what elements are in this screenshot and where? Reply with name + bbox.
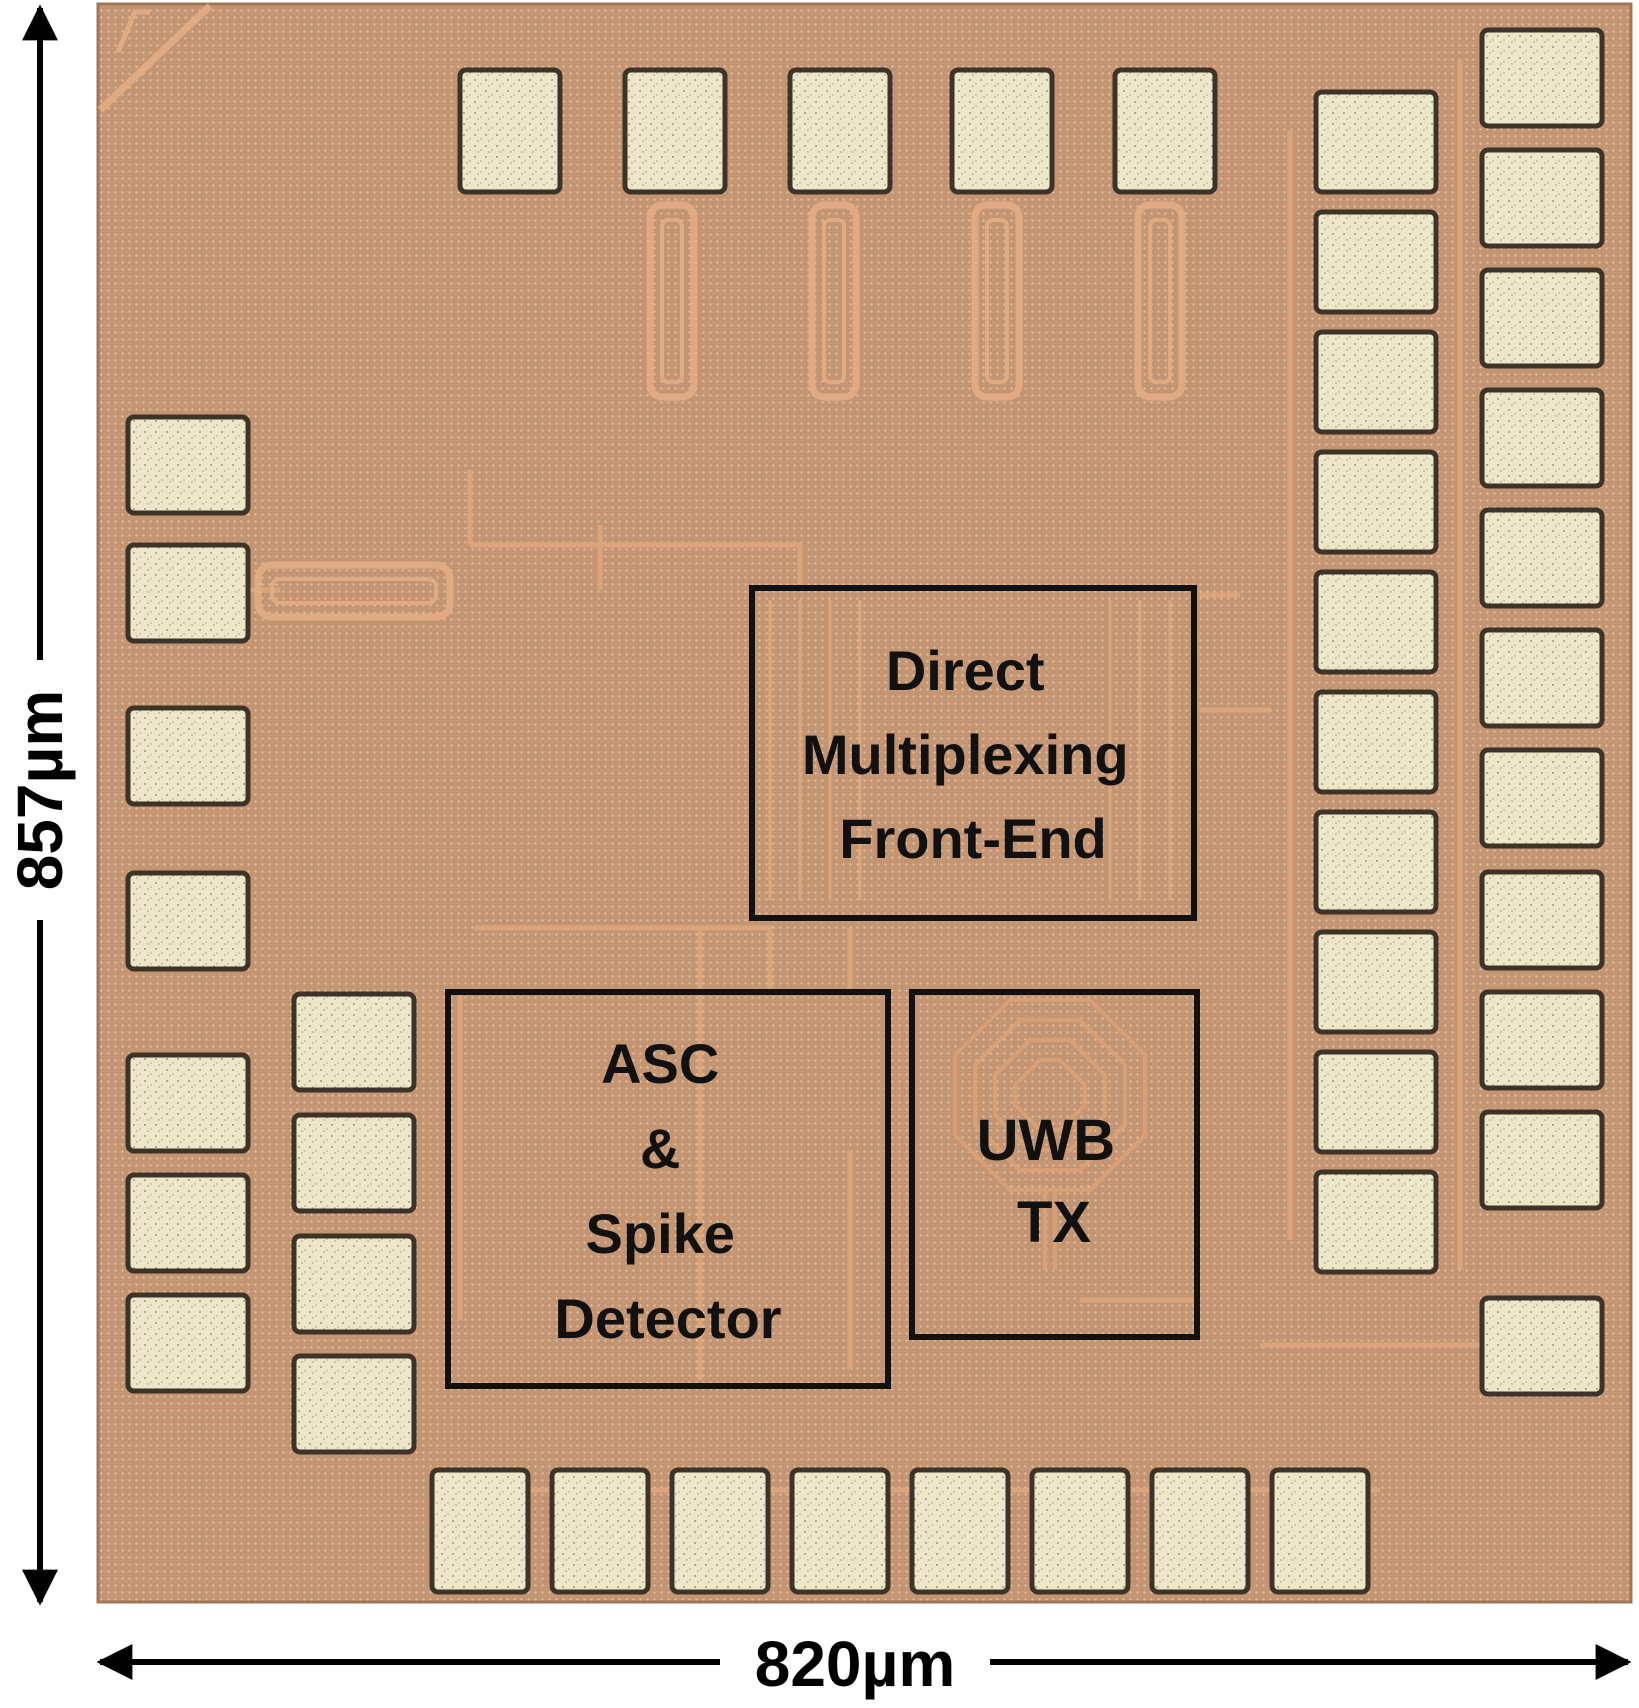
bond-pad [1479,1109,1605,1211]
bond-pad [787,67,893,195]
bond-pad [1479,747,1605,849]
height-dimension: 857µm [4,4,76,1606]
bond-pad [1313,89,1439,195]
bond-pad [622,67,728,195]
bond-pad [125,870,251,972]
bond-pad [291,1353,417,1455]
bond-pad [125,414,251,516]
bond-pads [125,27,1605,1595]
inductor-loop-inner [985,218,1009,384]
left-inductor [254,561,454,621]
bond-pad [1479,387,1605,489]
top-inductors [646,201,1186,401]
uwb-tx-block [909,989,1200,1340]
bond-pad [291,991,417,1093]
bond-pad [429,1467,531,1595]
bond-pad [1313,809,1439,915]
inductor-loop-inner [822,218,846,384]
inductor-loop-inner [1148,218,1172,384]
bond-pad [1313,329,1439,435]
width-dimension: 820µm [96,1625,1632,1701]
bond-pad [789,1467,891,1595]
height-label: 857µm [4,690,76,891]
bond-pad [1479,147,1605,249]
bond-pad [1479,1295,1605,1397]
inductor-loop-inner [660,218,684,384]
bond-pad [457,67,563,195]
asc-spike-detector-label: ASC & Spike Detector [554,1032,781,1350]
bond-pad [1029,1467,1131,1595]
bond-pad [125,1292,251,1394]
inductor-loop [1134,201,1186,401]
bond-pad [1313,569,1439,675]
inductor-loop [808,201,860,401]
bond-pad [125,1172,251,1274]
front-end-block [749,585,1197,921]
bond-pad [549,1467,651,1595]
asc-spike-detector-block [445,989,891,1389]
bond-pad [125,542,251,644]
bond-pad [1313,1049,1439,1155]
bond-pad [291,1233,417,1335]
front-end-label: Direct Multiplexing Front-End [802,639,1144,870]
uwb-spiral-inductor [953,998,1147,1270]
bond-pad [1479,507,1605,609]
bond-pad [949,67,1055,195]
bond-pad [1479,627,1605,729]
inductor-loop [971,201,1023,401]
bond-pad [1479,267,1605,369]
bond-pad [1479,989,1605,1091]
bond-pad [1313,929,1439,1035]
inductor-loop [646,201,698,401]
bond-pad [1313,689,1439,795]
bond-pad [1313,1169,1439,1275]
bond-pad [1149,1467,1251,1595]
bond-pad [669,1467,771,1595]
width-label: 820µm [755,1628,956,1700]
front-end-texture [768,600,1172,900]
bond-pad [1479,27,1605,129]
bond-pad [125,705,251,807]
bond-pad [1479,869,1605,971]
bond-pad [1269,1467,1371,1595]
bond-pad [125,1052,251,1154]
bond-pad [291,1112,417,1214]
bond-pad [1313,209,1439,315]
bond-pad [909,1467,1011,1595]
bond-pad [1313,449,1439,555]
uwb-tx-label: UWB TX [977,1108,1132,1255]
bond-pad [1112,67,1218,195]
